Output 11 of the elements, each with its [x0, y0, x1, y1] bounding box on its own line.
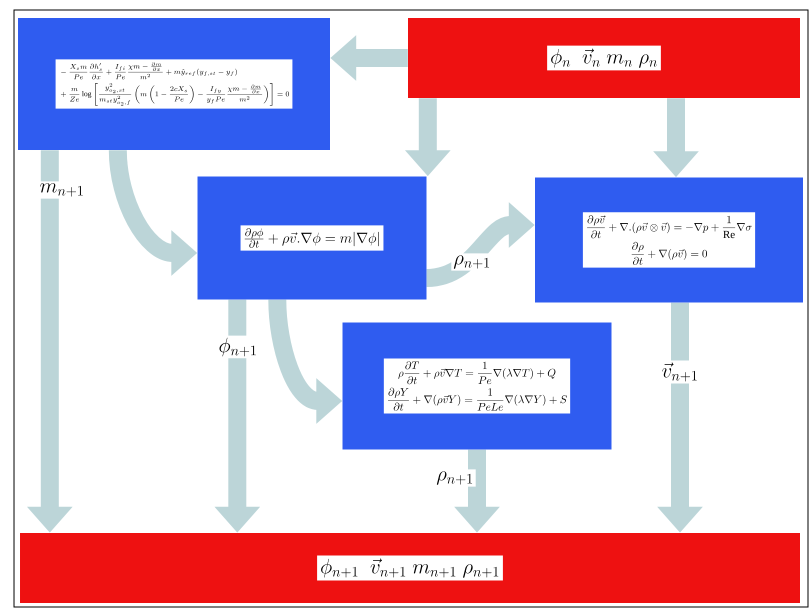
equation-box: $\begin{aligned}&-\frac{X_s m}{Pe}\frac{\partial h'_s}{\partial x}+\frac{I_{fi}}{Pe}\frac{\chi m-\frac{\partial m}{\partial x}}{m^2}+m\hat{y}_{ref}(y_{f,st}-y_f)\\&+\frac{m}{Ze}\log\left[\frac{y^2_{o_2,st}}{m_{st}y^2_{o_2,f}}\left(m\left(1-\frac{2cX_s}{Pe}\right)-\frac{I_{fy}}{y_f Pe}\frac{\chi m-\frac{\partial m}{\partial x}}{m^2}\right)\right]=0\end{aligned}$: [18, 18, 330, 150]
edge-label: $\rho_{n+1}$: [451, 253, 493, 271]
edge-label: $\rho_{n+1}$: [434, 469, 476, 487]
edge-label: $\phi_{n+1}$: [216, 336, 260, 358]
equation-box: $\phi_{n+1}\ \ \vec{v}_{n+1}\ m_{n+1}\ \rho_{n+1}$: [20, 533, 800, 603]
equation-box: $\begin{gathered}\frac{\partial\rho\vec{v}}{\partial t}+\nabla.(\rho\vec{v}\otimes\vec{v})=-\nabla p+\frac{1}{\mathrm{Re}}\nabla\sigma\\\frac{\partial\rho}{\partial t}+\nabla(\rho\vec{v})=0\end{gathered}$: [535, 178, 803, 302]
equation-box: $\frac{\partial\rho\phi}{\partial t}+\rho\vec{v}.\nabla\phi=m|\nabla\phi|$: [198, 176, 426, 300]
edge-label: $\vec{v}_{n+1}$: [660, 360, 700, 384]
equation-box: $\phi_n\ \ \vec{v}_n\ m_n\ \rho_n$: [408, 18, 800, 98]
edge-label: $m_{n+1}$: [38, 181, 86, 199]
equation-box: $\begin{gathered}\rho\frac{\partial T}{\partial t}+\rho\vec{v}\nabla T=\frac{1}{Pe}\nabla(\lambda\nabla T)+Q\\\frac{\partial\rho Y}{\partial t}+\nabla(\rho\vec{v}Y)=\frac{1}{PeLe}\nabla(\lambda\nabla Y)+S\end{gathered}$: [342, 322, 612, 450]
